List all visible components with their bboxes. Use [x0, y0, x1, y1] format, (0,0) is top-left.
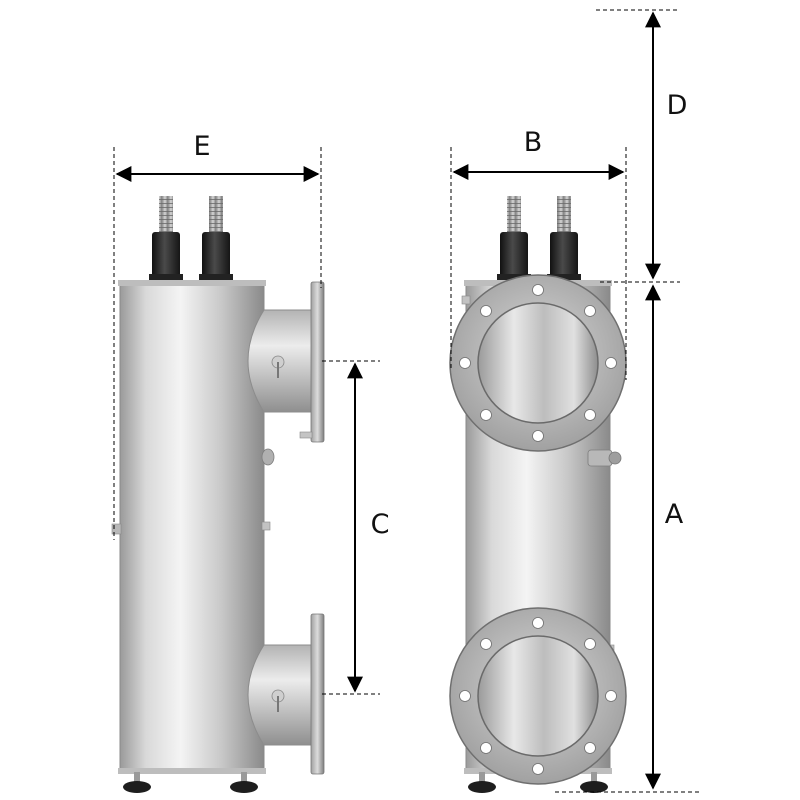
uv-reactor-side-view	[111, 196, 325, 793]
dimension-lines	[113, 9, 700, 793]
lamp-connector-icon	[199, 196, 233, 282]
leveling-foot-icon	[580, 772, 608, 793]
dimension-label-b: B	[524, 127, 543, 158]
lamp-connector-icon	[547, 196, 581, 282]
uv-reactor-front-view	[449, 196, 627, 793]
flange-icon	[449, 274, 627, 452]
dimension-label-e: E	[193, 131, 210, 162]
leveling-foot-icon	[123, 772, 151, 793]
lamp-connector-icon	[149, 196, 183, 282]
flange-icon	[449, 607, 627, 785]
lamp-connector-icon	[497, 196, 531, 282]
dimension-label-d: D	[667, 90, 688, 121]
leveling-foot-icon	[468, 772, 496, 793]
dimension-label-a: A	[665, 499, 684, 530]
leveling-foot-icon	[230, 772, 258, 793]
dimension-label-c: C	[371, 509, 390, 540]
